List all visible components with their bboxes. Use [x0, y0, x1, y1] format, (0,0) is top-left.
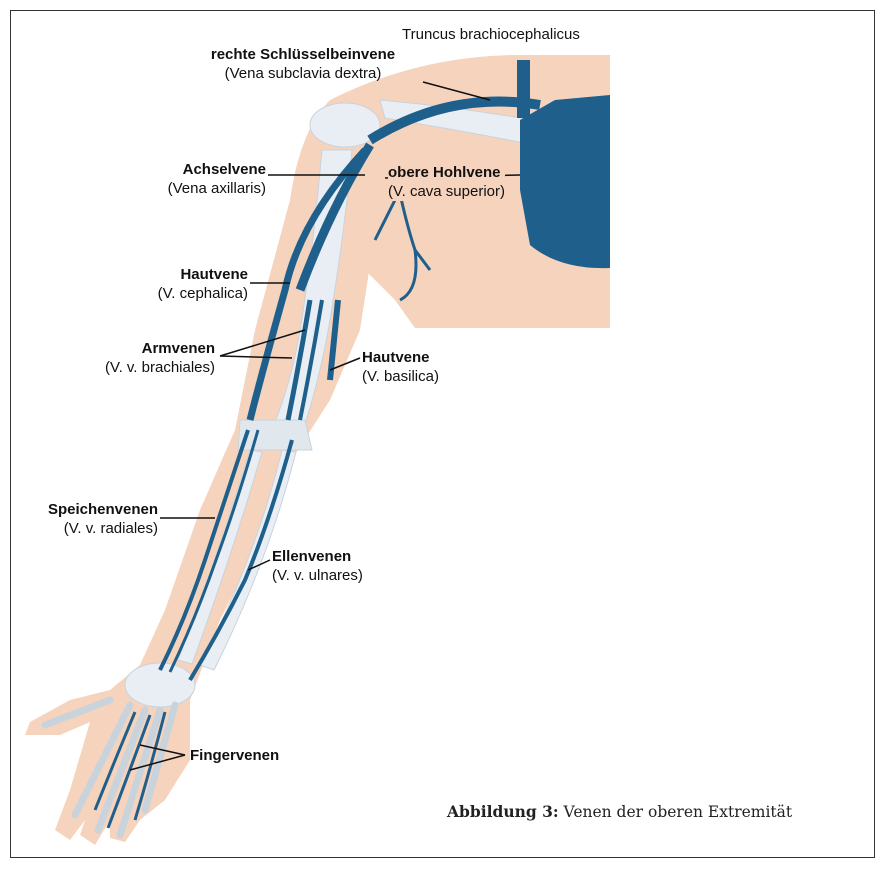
figure-caption: Abbildung 3: Venen der oberen Extremität: [447, 802, 792, 821]
label-ulnares-latin: (V. v. ulnares): [272, 567, 363, 584]
label-cava-latin: (V. cava superior): [388, 183, 505, 200]
label-cava: obere Hohlvene (V. cava superior): [388, 163, 505, 201]
label-basilica: Hautvene (V. basilica): [362, 348, 439, 386]
label-cephalica-latin: (V. cephalica): [158, 285, 248, 302]
label-finger: Fingervenen: [190, 746, 279, 765]
label-truncus: Truncus brachiocephalicus: [402, 25, 580, 44]
label-brachiales-name: Armvenen: [142, 340, 215, 357]
label-basilica-latin: (V. basilica): [362, 368, 439, 385]
label-brachiales-latin: (V. v. brachiales): [105, 359, 215, 376]
label-radiales-latin: (V. v. radiales): [64, 520, 158, 537]
label-brachiales: Armvenen (V. v. brachiales): [70, 339, 215, 377]
label-cephalica: Hautvene (V. cephalica): [130, 265, 248, 303]
label-ulnares-name: Ellenvenen: [272, 548, 351, 565]
label-axillaris-latin: (Vena axillaris): [168, 180, 266, 197]
label-axillaris-name: Achselvene: [183, 161, 266, 178]
label-radiales-name: Speichenvenen: [48, 501, 158, 518]
label-axillaris: Achselvene (Vena axillaris): [140, 160, 266, 198]
label-cava-name: obere Hohlvene: [388, 164, 501, 181]
elbow-bone: [238, 420, 312, 450]
figure-caption-text: Venen der oberen Extremität: [564, 803, 793, 821]
label-subclavia: rechte Schlüsselbeinvene (Vena subclavia…: [183, 45, 423, 83]
label-subclavia-name: rechte Schlüsselbeinvene: [211, 46, 395, 63]
label-finger-name: Fingervenen: [190, 747, 279, 764]
label-subclavia-latin: (Vena subclavia dextra): [225, 65, 382, 82]
label-radiales: Speichenvenen (V. v. radiales): [20, 500, 158, 538]
label-ulnares: Ellenvenen (V. v. ulnares): [272, 547, 363, 585]
truncus-vessel: [517, 60, 530, 118]
figure-caption-label: Abbildung 3:: [447, 802, 559, 821]
label-basilica-name: Hautvene: [362, 349, 430, 366]
label-cephalica-name: Hautvene: [180, 266, 248, 283]
label-truncus-name: Truncus brachiocephalicus: [402, 26, 580, 43]
cava-vein: [520, 95, 610, 268]
humeral-head-bone: [310, 103, 380, 147]
